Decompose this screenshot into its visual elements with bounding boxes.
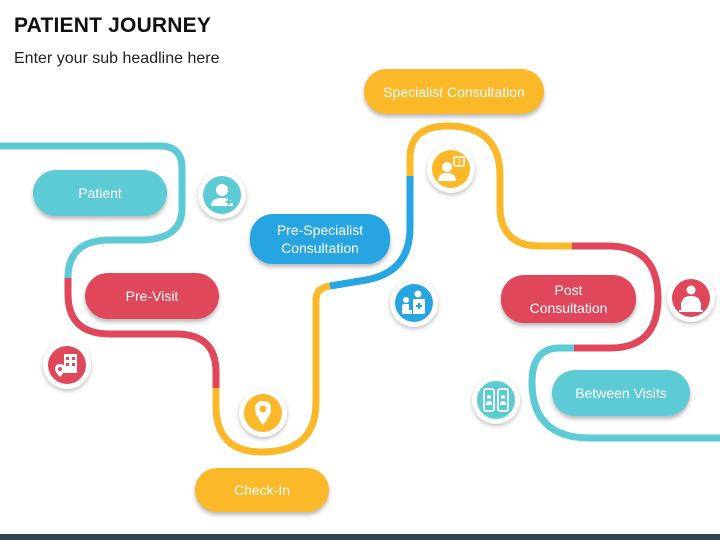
stage-check-in[interactable]: Check-In [195,468,329,512]
stage-post-consultation-label: Post Consultation [529,282,608,316]
stage-specialist-consultation[interactable]: Specialist Consultation [364,69,544,114]
stage-pre-specialist-consultation[interactable]: Pre-Specialist Consultation [250,214,390,264]
hospital-location-icon [43,341,91,389]
path-segment-teal-start [0,142,186,279]
path-segment-red-start [64,278,220,388]
stage-post-consultation[interactable]: Post Consultation [501,275,636,323]
footer-bar [0,534,720,540]
path-segment-yellow-checkin [212,282,331,456]
stage-pre-visit[interactable]: Pre-Visit [85,273,219,319]
path-segment-teal-end [528,344,720,442]
stage-between-visits[interactable]: Between Visits [552,370,690,416]
patient-icon [198,171,246,219]
doctor-question-icon: ? [427,145,475,193]
path-segment-yellow-specialist [406,122,572,250]
reception-desk-icon [390,279,438,327]
page-subtitle: Enter your sub headline here [14,50,220,67]
video-call-phones-icon [472,376,520,424]
stage-patient-label: Patient [78,185,122,201]
location-pin-icon [239,389,287,437]
stage-patient[interactable]: Patient [33,170,167,216]
svg-text:?: ? [457,158,461,167]
page-title: PATIENT JOURNEY [14,14,212,37]
stage-pre-specialist-consultation-label: Pre-Specialist Consultation [276,222,364,256]
stage-between-visits-label: Between Visits [575,385,667,401]
doctor-laptop-icon [667,274,715,322]
stage-pre-visit-label: Pre-Visit [125,288,179,304]
path-segment-red-end [572,242,662,352]
path-segment-blue [329,176,414,290]
stage-specialist-consultation-label: Specialist Consultation [383,83,525,100]
stage-check-in-label: Check-In [233,482,291,498]
